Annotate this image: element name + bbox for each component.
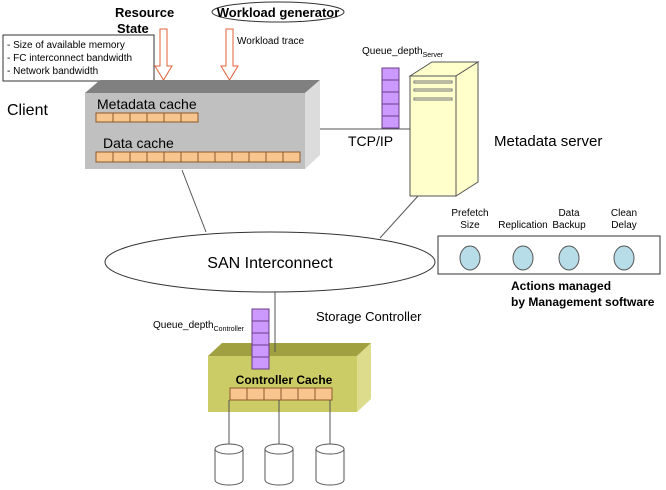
data-cache-slot <box>129 151 148 163</box>
action-label-line2: Replication <box>498 220 547 231</box>
metadata-server-label: Metadata server <box>494 133 602 150</box>
data-cache-slot <box>146 151 165 163</box>
server-queue-slot <box>381 115 400 129</box>
controller-queue-slot <box>251 308 270 322</box>
resource-state-title-2: State <box>117 21 149 36</box>
server-san-link <box>379 195 419 239</box>
server-queue-label: Queue_depthServer <box>362 46 444 59</box>
workload-generator-ellipse <box>211 1 345 23</box>
disk-icon <box>315 443 345 455</box>
san-interconnect-label: SAN Interconnect <box>207 255 333 272</box>
metadata-cache-slot <box>163 112 182 123</box>
metadata-cache-slot <box>180 112 199 123</box>
controller-queue <box>251 308 270 370</box>
server-queue-slot <box>381 67 400 81</box>
resource-item-1: - Size of available memory <box>7 40 125 51</box>
server-queue-slot <box>381 103 400 117</box>
server-queue-slot <box>381 91 400 105</box>
action-label-line2: Backup <box>552 220 586 231</box>
metadata-cache-slot <box>146 112 165 123</box>
data-cache-slot <box>197 151 216 163</box>
workload-generator-label: Workload generator <box>217 5 340 20</box>
controller-queue-label: Queue_depthController <box>153 320 245 333</box>
management-caption-2: by Management software <box>511 295 655 309</box>
controller-queue-slot <box>251 332 270 346</box>
tcpip-label: TCP/IP <box>348 133 393 149</box>
data-cache-slot <box>231 151 250 163</box>
controller-cache-slot <box>297 387 316 401</box>
metadata-cache-slot <box>95 112 114 123</box>
metadata-cache-label: Metadata cache <box>97 96 197 112</box>
action-circle <box>459 245 481 271</box>
controller-cache-slot <box>246 387 265 401</box>
disk-icon <box>214 443 244 455</box>
action-label-line2: Delay <box>611 220 637 231</box>
data-cache-slot <box>180 151 199 163</box>
action-label-line1: Clean <box>611 208 637 219</box>
controller-box <box>208 343 371 412</box>
action-label-line1: Prefetch <box>451 208 488 219</box>
resource-state-title-1: Resource <box>115 5 174 20</box>
server-queue <box>381 67 400 129</box>
controller-cache-slot <box>280 387 299 401</box>
controller-cache-slot <box>229 387 248 401</box>
metadata-cache <box>95 112 199 123</box>
resource-item-3: - Network bandwidth <box>7 66 98 77</box>
action-circle <box>558 245 580 271</box>
management-actions-box <box>437 235 661 275</box>
disk-array <box>214 400 345 486</box>
client-label: Client <box>7 102 48 119</box>
metadata-cache-slot <box>112 112 131 123</box>
data-cache-slot <box>112 151 131 163</box>
storage-controller-label: Storage Controller <box>316 309 422 324</box>
controller-cache-slot <box>263 387 282 401</box>
workload-trace-label: Workload trace <box>237 36 305 47</box>
resource-state-arrow <box>154 28 173 81</box>
action-label-line2: Size <box>460 220 480 231</box>
data-cache-slot <box>214 151 233 163</box>
san-interconnect-ellipse <box>104 231 436 293</box>
controller-queue-slot <box>251 344 270 358</box>
server-queue-slot <box>381 79 400 93</box>
action-label-line1: Data <box>558 208 580 219</box>
controller-cache-slot <box>314 387 333 401</box>
management-caption-1: Actions managed <box>511 279 611 293</box>
action-circle <box>512 245 534 271</box>
metadata-cache-slot <box>129 112 148 123</box>
controller-queue-slot <box>251 320 270 334</box>
data-cache-slot <box>95 151 114 163</box>
resource-state-box <box>2 34 155 82</box>
resource-item-2: - FC interconnect bandwidth <box>7 53 132 64</box>
data-cache-label: Data cache <box>103 135 174 151</box>
disk-body <box>315 449 345 486</box>
client-san-link <box>181 169 207 233</box>
controller-cache-label: Controller Cache <box>236 373 333 387</box>
data-cache-slot <box>248 151 267 163</box>
data-cache-slot <box>282 151 301 163</box>
data-cache <box>95 151 301 163</box>
disk-body <box>264 449 294 486</box>
disk-icon <box>264 443 294 455</box>
controller-queue-slot <box>251 356 270 370</box>
controller-cache <box>229 387 333 401</box>
data-cache-slot <box>163 151 182 163</box>
data-cache-slot <box>265 151 284 163</box>
disk-body <box>214 449 244 486</box>
metadata-server-icon <box>408 61 480 197</box>
workload-trace-arrow <box>220 28 239 81</box>
action-circle <box>613 245 635 271</box>
